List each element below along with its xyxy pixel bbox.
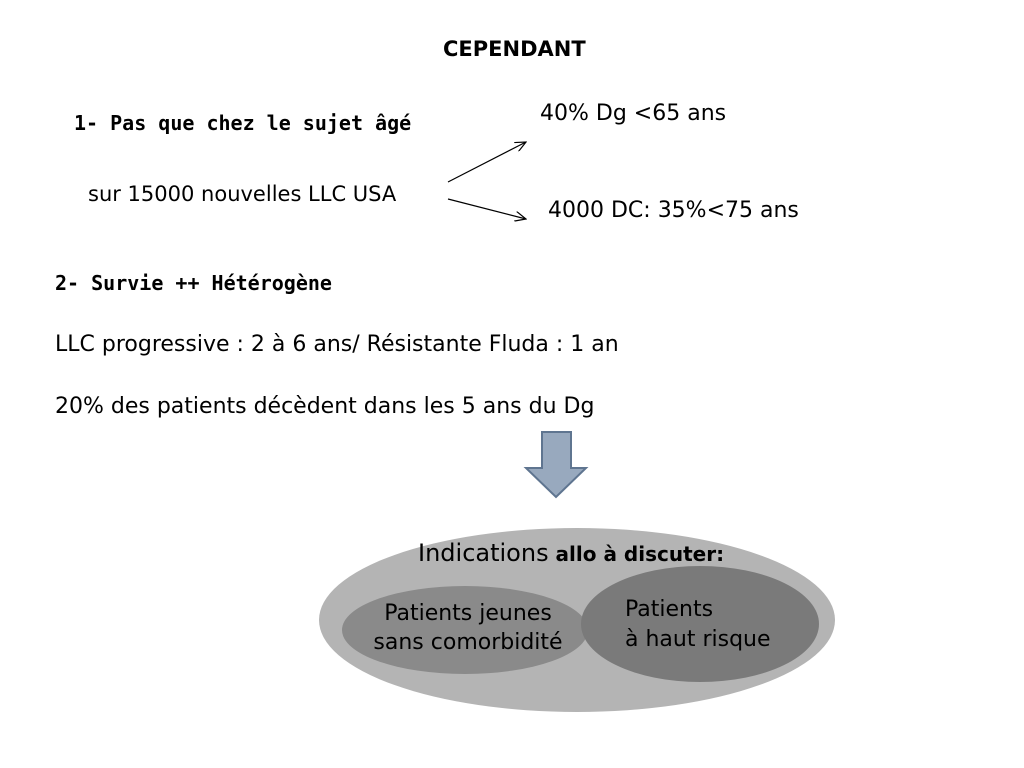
point-1-heading: 1- Pas que chez le sujet âgé [74, 111, 412, 135]
ellipse-title: Indications allo à discuter: [418, 541, 724, 565]
branch-arrow-down [447, 198, 526, 219]
point-2-heading: 2- Survie ++ Hétérogène [55, 271, 332, 295]
ellipse-title-main: Indications [418, 539, 549, 567]
right-ellipse-line-1: Patients [625, 597, 714, 622]
usa-stat-line: sur 15000 nouvelles LLC USA [88, 182, 397, 206]
branch-arrow-up [447, 142, 526, 183]
branch-up-label: 40% Dg <65 ans [540, 101, 727, 126]
left-ellipse-line-1: Patients jeunes [384, 601, 552, 626]
left-ellipse-line-2: sans comorbidité [373, 629, 563, 655]
right-ellipse [581, 566, 819, 682]
left-ellipse [342, 586, 588, 674]
slide-title: CEPENDANT [443, 37, 586, 61]
branch-down-label: 4000 DC: 35%<75 ans [548, 198, 799, 223]
down-arrow-icon [523, 431, 589, 499]
right-ellipse-line-2: à haut risque [625, 626, 771, 652]
survival-line-2: 20% des patients décèdent dans les 5 ans… [55, 394, 595, 419]
survival-line-1: LLC progressive : 2 à 6 ans/ Résistante … [55, 332, 619, 357]
left-ellipse-label: Patients jeunes sans comorbidité [348, 600, 588, 657]
ellipse-title-rest: allo à discuter: [548, 542, 725, 566]
right-ellipse-label: Patients à haut risque [625, 595, 771, 654]
